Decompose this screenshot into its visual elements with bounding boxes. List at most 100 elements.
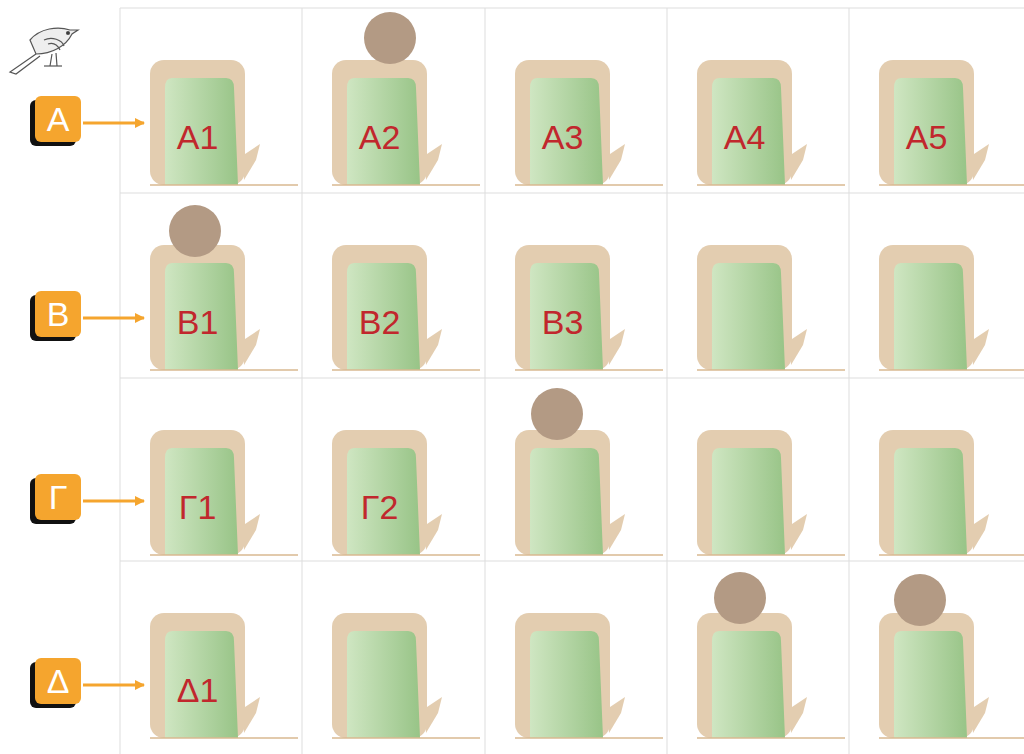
row-letter: Γ: [49, 478, 68, 517]
passenger-head: [894, 574, 946, 626]
seat-back: [332, 60, 427, 185]
seat-number: Α5: [906, 118, 948, 157]
floor-line: [332, 737, 480, 739]
bird-sketch: [10, 28, 78, 74]
row-letter: Α: [47, 100, 70, 139]
seat-back: [879, 613, 974, 738]
seat-number: Β1: [177, 303, 219, 342]
seat: [332, 613, 480, 738]
seat: [697, 430, 845, 555]
seat-back: [879, 60, 974, 185]
seat-number: Β3: [542, 303, 584, 342]
seat-back: [515, 613, 610, 738]
seat-back: [150, 430, 245, 555]
seat: [515, 245, 663, 370]
floor-line: [515, 184, 663, 186]
row-letter: Β: [47, 295, 70, 334]
floor-line: [879, 554, 1024, 556]
seat-back: [515, 430, 610, 555]
passenger-head: [531, 388, 583, 440]
seat: [150, 60, 298, 185]
floor-line: [332, 184, 480, 186]
seat-cushion: [165, 448, 238, 555]
seat-label-box: Α3: [515, 60, 610, 185]
seat-cushion: [165, 631, 238, 738]
grid-line: [120, 378, 1024, 379]
seat-cushion: [347, 631, 420, 738]
seat-back: [332, 430, 427, 555]
seat-back: [697, 245, 792, 370]
seat-cushion: [530, 631, 603, 738]
seat-cushion: [347, 263, 420, 370]
seat: [332, 245, 480, 370]
seat-cushion: [894, 78, 967, 185]
floor-line: [150, 369, 298, 371]
seat-label-box: Β2: [332, 245, 427, 370]
row-arrow: [83, 122, 144, 125]
passenger-heads: [169, 12, 946, 626]
seat: [879, 430, 1024, 555]
seat-cushion: [712, 448, 785, 555]
seats: [150, 60, 1024, 738]
floor-line: [150, 737, 298, 739]
seat: [879, 245, 1024, 370]
seat-cushion: [530, 78, 603, 185]
passenger-head: [364, 12, 416, 64]
seat-label-box: Γ2: [332, 430, 427, 555]
grid-line: [120, 8, 1024, 9]
seat-number: Γ1: [179, 488, 217, 527]
seat-label-box: Α1: [150, 60, 245, 185]
seat-cushion: [165, 263, 238, 370]
grid-line: [302, 8, 303, 754]
floor-line: [697, 737, 845, 739]
floor-line: [697, 369, 845, 371]
seat-back: [150, 245, 245, 370]
grid-line: [120, 8, 121, 754]
seat: [332, 60, 480, 185]
grid-line: [485, 8, 486, 754]
floor-line: [150, 184, 298, 186]
row-badge: Δ: [35, 658, 81, 704]
seat-cushion: [530, 448, 603, 555]
floor-line: [879, 369, 1024, 371]
seat-number: Α2: [359, 118, 401, 157]
grid-line: [120, 193, 1024, 194]
seat-cushion: [347, 78, 420, 185]
seat-number: Γ2: [361, 488, 399, 527]
seat: [879, 60, 1024, 185]
seat-cushion: [894, 631, 967, 738]
grid-lines: [120, 8, 1024, 754]
floor-line: [879, 184, 1024, 186]
floor-line: [879, 737, 1024, 739]
seat-cushion: [712, 631, 785, 738]
floor-line: [332, 369, 480, 371]
seat: [697, 613, 845, 738]
seat: [150, 245, 298, 370]
seat-back: [150, 60, 245, 185]
seat-number: Α4: [724, 118, 766, 157]
passenger-head: [714, 572, 766, 624]
seat-number: Β2: [359, 303, 401, 342]
seat-cushion: [712, 263, 785, 370]
row-arrow: [83, 500, 144, 503]
seat-cushion: [894, 448, 967, 555]
seat: [697, 245, 845, 370]
seat-label-box: Β3: [515, 245, 610, 370]
seat-label-box: Α2: [332, 60, 427, 185]
seat-cushion: [894, 263, 967, 370]
floor-line: [515, 737, 663, 739]
seat-back: [515, 245, 610, 370]
seat-cushion: [165, 78, 238, 185]
passenger-head: [169, 205, 221, 257]
seat-back: [150, 613, 245, 738]
row-badge: Β: [35, 291, 81, 337]
seat-label-box: Δ1: [150, 613, 245, 738]
seat-cushion: [347, 448, 420, 555]
seat: [515, 430, 663, 555]
seat-back: [332, 613, 427, 738]
floor-line: [515, 554, 663, 556]
seat-number: Α1: [177, 118, 219, 157]
seat-back: [697, 430, 792, 555]
